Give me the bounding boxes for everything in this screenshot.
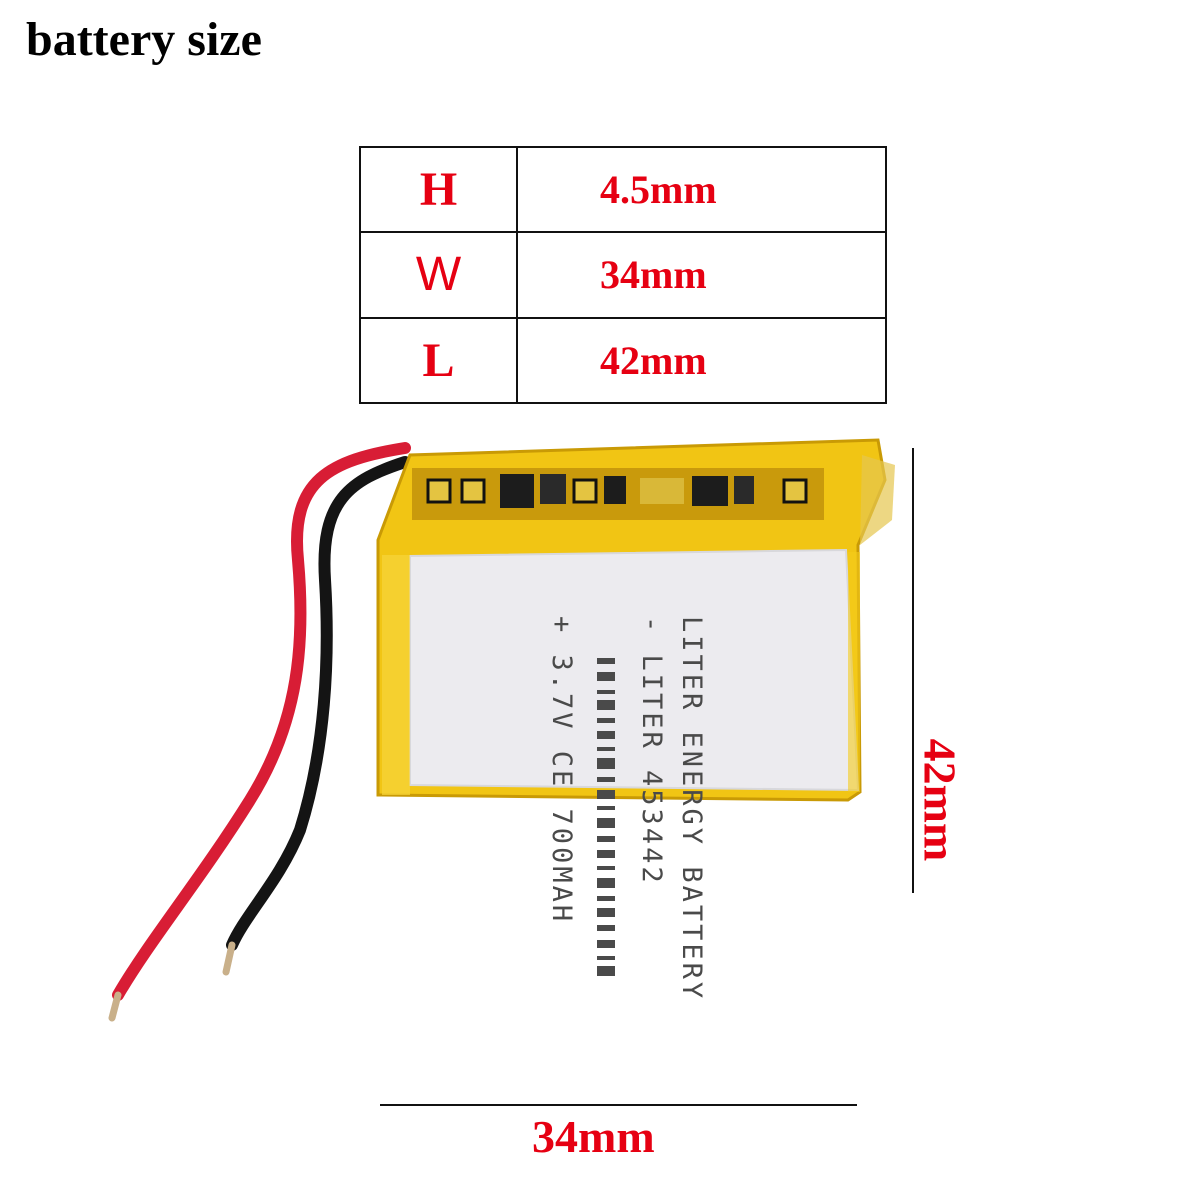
dimension-h: H <box>359 145 518 234</box>
battery-label <box>409 548 860 792</box>
black-wire-tip <box>222 941 236 976</box>
page-title: battery size <box>26 13 262 66</box>
label-line-2: - LITER 453442 <box>636 616 667 886</box>
size-table: H 4.5mm W 34mm L 42mm <box>359 145 887 405</box>
dimension-l: L <box>359 316 518 405</box>
wrap-flap <box>860 455 895 545</box>
dimension-w: W <box>359 231 518 319</box>
length-label: 42mm <box>914 738 966 862</box>
table-row: W 34mm <box>359 231 887 319</box>
table-row: H 4.5mm <box>359 145 887 234</box>
label-line-1: LITER ENERGY BATTERY <box>676 616 707 1001</box>
red-wire <box>112 442 411 1001</box>
black-wire <box>226 456 411 951</box>
width-label: 34mm <box>532 1111 655 1162</box>
value-w: 34mm <box>516 231 887 319</box>
label-line-3: + 3.7V CE 700MAH <box>546 616 577 924</box>
table-row: L 42mm <box>359 316 887 405</box>
barcode <box>597 658 615 976</box>
value-h: 4.5mm <box>516 145 887 234</box>
value-l: 42mm <box>516 316 887 405</box>
red-wire-tip <box>108 991 122 1022</box>
